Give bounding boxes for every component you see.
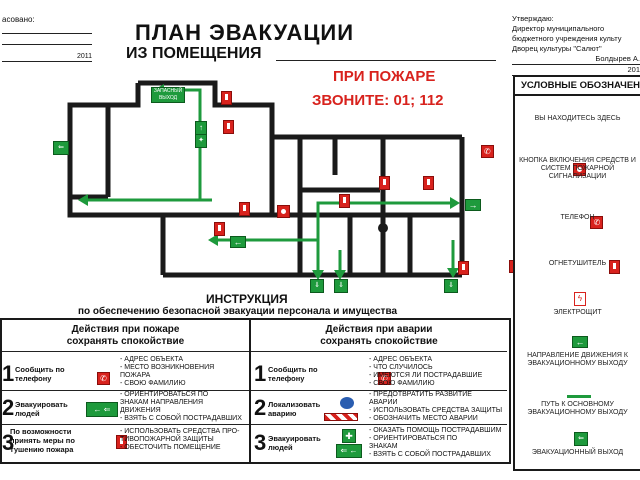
phone-icon: ✆: [377, 372, 391, 385]
approval-signature: Болдырев А.: [512, 54, 640, 65]
phone-icon: ✆: [590, 216, 604, 229]
spare-exit-sign: ЗАПАСНЫЙ ВЫХОД: [151, 87, 185, 103]
running-man-icon: ✦: [195, 134, 207, 148]
fire-step-2-bullets: - ОРИЕНТИРОВАТЬСЯ ПО ЗНАКАМ НАПРАВЛЕНИЯ …: [120, 391, 242, 422]
extinguisher-icon: [238, 202, 250, 216]
extinguisher-icon: [379, 176, 391, 190]
signature-line: [2, 33, 92, 34]
exit-direction-icon: ←: [230, 236, 246, 248]
approval-block: Утверждаю: Директор муниципального бюдже…: [512, 14, 640, 76]
instruction-subtitle: по обеспечению безопасной эвакуации перс…: [78, 306, 398, 317]
floor-plan: [67, 80, 465, 280]
evacuation-arrows: [78, 84, 460, 280]
extinguisher-icon: [221, 91, 232, 105]
plan-walls: [67, 80, 465, 278]
fire-step-2-num: 2: [2, 395, 15, 420]
instruction-title: ИНСТРУКЦИЯ: [206, 292, 288, 306]
phone-icon: ✆: [97, 372, 110, 385]
exit-door-icon: ⇓: [334, 279, 348, 293]
legend-main-path: ПУТЬ К ОСНОВНОМУ ЭВАКУАЦИОННОМУ ВЫХОДУ: [527, 401, 628, 416]
extinguisher-icon: [116, 435, 128, 449]
phone-icon: ✆: [480, 145, 494, 158]
legend-title: УСЛОВНЫЕ ОБОЗНАЧЕНИ: [515, 77, 640, 96]
page-subtitle: ИЗ ПОМЕЩЕНИЯ: [126, 45, 262, 62]
row-divider: [2, 424, 249, 425]
legend-you-are-here: ВЫ НАХОДИТЕСЬ ЗДЕСЬ: [534, 115, 621, 122]
room-line: [276, 60, 496, 61]
evacuation-sign-icon: ⇐ ←: [336, 444, 362, 458]
extinguisher-icon: [422, 176, 434, 190]
panel-divider: [249, 320, 251, 462]
approval-line: Директор муниципального: [512, 24, 605, 33]
direction-arrow-icon: ←: [572, 336, 588, 348]
extinguisher-icon: [223, 120, 235, 134]
accident-step-3-label: Эвакуировать людей: [268, 434, 321, 452]
approval-line: бюджетного учреждения культу: [512, 34, 622, 43]
fire-step-3-num: 3: [2, 430, 15, 455]
agreed-label: асовано:: [2, 15, 35, 24]
exit-direction-icon: →: [465, 199, 481, 211]
legend-direction: НАПРАВЛЕНИЕ ДВИЖЕНИЯ К ЭВАКУАЦИОННОМУ ВЫ…: [527, 352, 628, 367]
stair-marker: [378, 223, 388, 233]
row-divider: [2, 351, 249, 352]
legend-exit: ЭВАКУАЦИОННЫЙ ВЫХОД: [531, 449, 624, 456]
approval-line: Дворец культуры "Салют": [512, 44, 602, 53]
exit-door-icon: ⇐: [53, 141, 69, 155]
fire-call-line1: ПРИ ПОЖАРЕ: [333, 68, 436, 85]
row-divider: [2, 390, 249, 391]
exit-door-icon: ⇓: [310, 279, 324, 293]
electrical-panel-icon: ϟ: [574, 292, 586, 306]
evacuation-exit-icon: ⇐: [574, 432, 588, 446]
fire-step-1-label: Сообщить по телефону: [15, 365, 65, 383]
warning-helmet-icon: [340, 397, 354, 409]
accident-step-1-num: 1: [254, 361, 267, 386]
fire-alarm-button-icon: [276, 205, 290, 218]
extinguisher-icon: [458, 261, 470, 275]
extinguisher-icon: [214, 222, 226, 236]
fire-alarm-button-icon: [573, 163, 586, 176]
fire-call-line2: ЗВОНИТЕ: 01; 112: [312, 92, 444, 109]
fire-step-1-bullets: - АДРЕС ОБЪЕКТА- МЕСТО ВОЗНИКНОВЕНИЯ ПОЖ…: [120, 356, 215, 387]
row-divider: [251, 351, 507, 352]
accident-step-3-num: 3: [254, 430, 267, 455]
barrier-tape-icon: [324, 413, 358, 421]
exit-door-icon: ⇓: [444, 279, 458, 293]
first-aid-icon: ✚: [342, 429, 356, 443]
page-title: ПЛАН ЭВАКУАЦИИ: [135, 20, 355, 45]
legend-electrical: ЭЛЕКТРОЩИТ: [553, 309, 602, 316]
year-line: 2011: [2, 53, 92, 62]
legend-extinguisher: ОГНЕТУШИТЕЛЬ: [548, 260, 607, 267]
row-divider: [251, 390, 507, 391]
approval-label: Утверждаю:: [512, 14, 554, 23]
extinguisher-icon: [338, 194, 350, 208]
accident-step-2-num: 2: [254, 395, 267, 420]
up-arrow-sign: ↑: [195, 121, 207, 135]
fire-step-3-bullets: - ИСПОЛЬЗОВАТЬ СРЕДСТВА ПРО- ТИВОПОЖАРНО…: [120, 428, 240, 451]
fire-heading: Действия при пожаре сохранять спокойстви…: [66, 324, 185, 347]
instruction-panel: Действия при пожаре сохранять спокойстви…: [0, 318, 511, 464]
row-divider: [251, 424, 507, 425]
legend-phone: ТЕЛЕФОН: [560, 214, 595, 221]
extinguisher-icon: [608, 260, 620, 274]
main-path-line-icon: [567, 395, 591, 398]
fire-step-2-label: Эвакуировать людей: [15, 400, 68, 418]
accident-step-3-bullets: - ОКАЗАТЬ ПОМОЩЬ ПОСТРАДАВШИМ- ОРИЕНТИРО…: [369, 427, 502, 458]
accident-step-1-bullets: - АДРЕС ОБЪЕКТА- ЧТО СЛУЧИЛОСЬ- ИМЕЮТСЯ …: [369, 356, 483, 387]
fire-step-1-num: 1: [2, 361, 15, 386]
accident-step-1-label: Сообщить по телефону: [268, 365, 318, 383]
accident-step-2-label: Локализовать аварию: [268, 400, 321, 418]
signature-line: [2, 44, 92, 45]
fire-step-3-label: По возможности принять меры по тушению п…: [10, 427, 75, 454]
accident-step-2-bullets: - ПРЕДОТВРАТИТЬ РАЗВИТИЕ АВАРИИ- ИСПОЛЬЗ…: [369, 391, 503, 422]
evacuation-path: [85, 88, 455, 275]
accident-heading: Действия при аварии сохранять спокойстви…: [320, 324, 438, 347]
legend-alarm-button: КНОПКА ВКЛЮЧЕНИЯ СРЕДСТВ И СИСТЕМ ПОЖАРН…: [519, 157, 636, 180]
evacuation-sign-icon: ← ⇐: [86, 402, 118, 417]
legend-panel: УСЛОВНЫЕ ОБОЗНАЧЕНИ ВЫ НАХОДИТЕСЬ ЗДЕСЬ …: [513, 75, 640, 471]
